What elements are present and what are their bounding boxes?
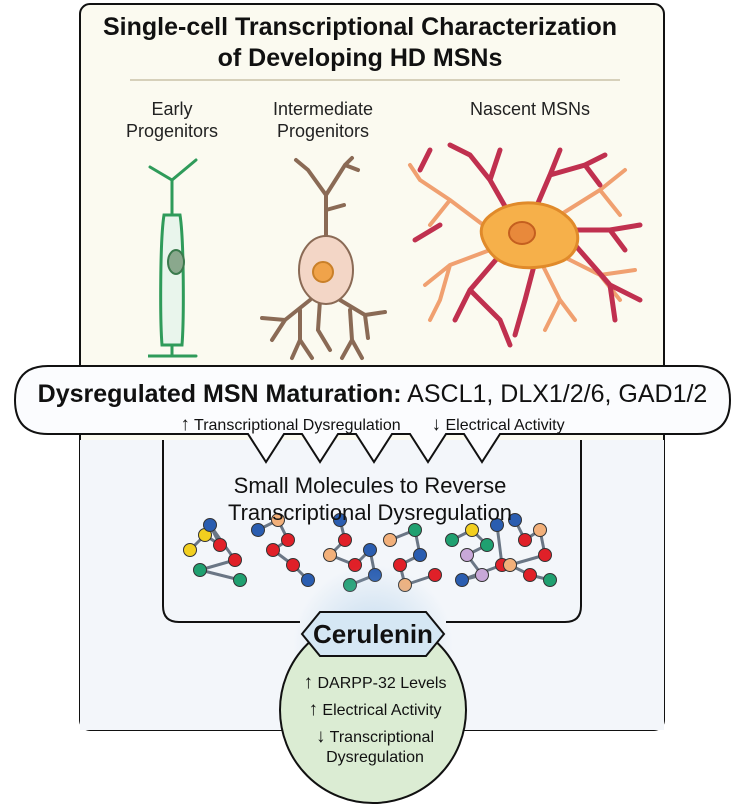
molecule-atom bbox=[465, 523, 479, 537]
molecule-atom bbox=[266, 543, 280, 557]
stage-early-line-2: Progenitors bbox=[125, 121, 219, 141]
molecule-atom bbox=[203, 518, 217, 532]
molecule-atom bbox=[383, 533, 397, 547]
molecule-atom bbox=[233, 573, 247, 587]
molecule-atom bbox=[523, 568, 537, 582]
molecule-atom bbox=[503, 558, 517, 572]
molecule-atom bbox=[538, 548, 552, 562]
banner-heading: Dysregulated MSN Maturation: ASCL1, DLX1… bbox=[20, 379, 725, 409]
stage-intermediate-line-2: Progenitors bbox=[276, 121, 370, 141]
effect-transcriptional-dysregulation: ↓ Transcriptional Dysregulation bbox=[270, 727, 480, 768]
intermediate-progenitor-cell-icon bbox=[260, 156, 387, 360]
maturation-banner bbox=[13, 365, 732, 464]
up-arrow-icon: ↑ bbox=[303, 672, 314, 693]
molecule-atom bbox=[408, 523, 422, 537]
molecule-atom bbox=[455, 573, 469, 587]
banner-genes: ASCL1, DLX1/2/6, GAD1/2 bbox=[407, 380, 708, 408]
molecule-atom bbox=[475, 568, 489, 582]
stage-label-nascent: Nascent MSNs bbox=[450, 98, 610, 120]
banner-subline: ↑ Transcriptional Dysregulation ↓ Electr… bbox=[20, 415, 725, 436]
diagram-title: Single-cell Transcriptional Characteriza… bbox=[80, 12, 640, 74]
effect-electrical-activity: ↑ Electrical Activity bbox=[270, 700, 480, 721]
down-arrow-icon: ↓ bbox=[431, 414, 442, 435]
effect-text-line-2: Dysregulation bbox=[326, 749, 424, 766]
screen-line-2: Transcriptional Dysregulation bbox=[227, 500, 513, 525]
molecule-atom bbox=[228, 553, 242, 567]
effect-darpp32: ↑ DARPP-32 Levels bbox=[270, 673, 480, 694]
effect-text: DARPP-32 Levels bbox=[317, 675, 447, 692]
effect-text: Transcriptional bbox=[329, 729, 434, 746]
molecule-atom bbox=[281, 533, 295, 547]
banner-heading-bold: Dysregulated MSN Maturation: bbox=[37, 380, 402, 408]
molecule-atom bbox=[213, 538, 227, 552]
down-arrow-icon: ↓ bbox=[316, 726, 326, 747]
molecule-atom bbox=[193, 563, 207, 577]
screen-bracket bbox=[162, 440, 582, 623]
molecule-atom bbox=[508, 513, 522, 527]
stage-label-early: Early Progenitors bbox=[112, 98, 232, 142]
molecule-atom bbox=[363, 543, 377, 557]
molecule-atom bbox=[333, 513, 347, 527]
molecule-atom bbox=[490, 518, 504, 532]
title-line-2: of Developing HD MSNs bbox=[217, 44, 503, 72]
molecule-atom bbox=[271, 513, 285, 527]
molecule-atom bbox=[543, 573, 557, 587]
stage-label-intermediate: Intermediate Progenitors bbox=[248, 98, 398, 142]
molecule-atom bbox=[480, 538, 494, 552]
early-progenitor-cell-icon bbox=[148, 158, 198, 358]
molecule-atom bbox=[413, 548, 427, 562]
stage-early-line-1: Early bbox=[151, 99, 193, 119]
molecule-atom bbox=[518, 533, 532, 547]
molecule-atom bbox=[286, 558, 300, 572]
molecule-atom bbox=[445, 533, 459, 547]
molecule-atom bbox=[251, 523, 265, 537]
banner-up-text: Transcriptional Dysregulation bbox=[194, 417, 401, 434]
drug-name: Cerulenin bbox=[313, 619, 433, 649]
molecule-atom bbox=[338, 533, 352, 547]
molecule-atom bbox=[533, 523, 547, 537]
banner-down-text: Electrical Activity bbox=[445, 417, 565, 434]
drug-hexagon bbox=[300, 611, 446, 657]
nascent-msn-cell-icon bbox=[408, 142, 643, 348]
stage-intermediate-line-1: Intermediate bbox=[272, 99, 374, 119]
title-line-1: Single-cell Transcriptional Characteriza… bbox=[102, 13, 618, 41]
stage-nascent-line-1: Nascent MSNs bbox=[469, 99, 591, 119]
up-arrow-icon: ↑ bbox=[180, 414, 190, 435]
molecule-atom bbox=[183, 543, 197, 557]
up-arrow-icon: ↑ bbox=[308, 699, 318, 720]
molecule-atom bbox=[460, 548, 474, 562]
molecule-atom bbox=[323, 548, 337, 562]
effect-text: Electrical Activity bbox=[322, 702, 442, 719]
screen-line-1: Small Molecules to Reverse bbox=[233, 473, 507, 498]
molecule-atom bbox=[301, 573, 315, 587]
molecule-atom bbox=[428, 568, 442, 582]
screen-description: Small Molecules to Reverse Transcription… bbox=[160, 472, 580, 526]
